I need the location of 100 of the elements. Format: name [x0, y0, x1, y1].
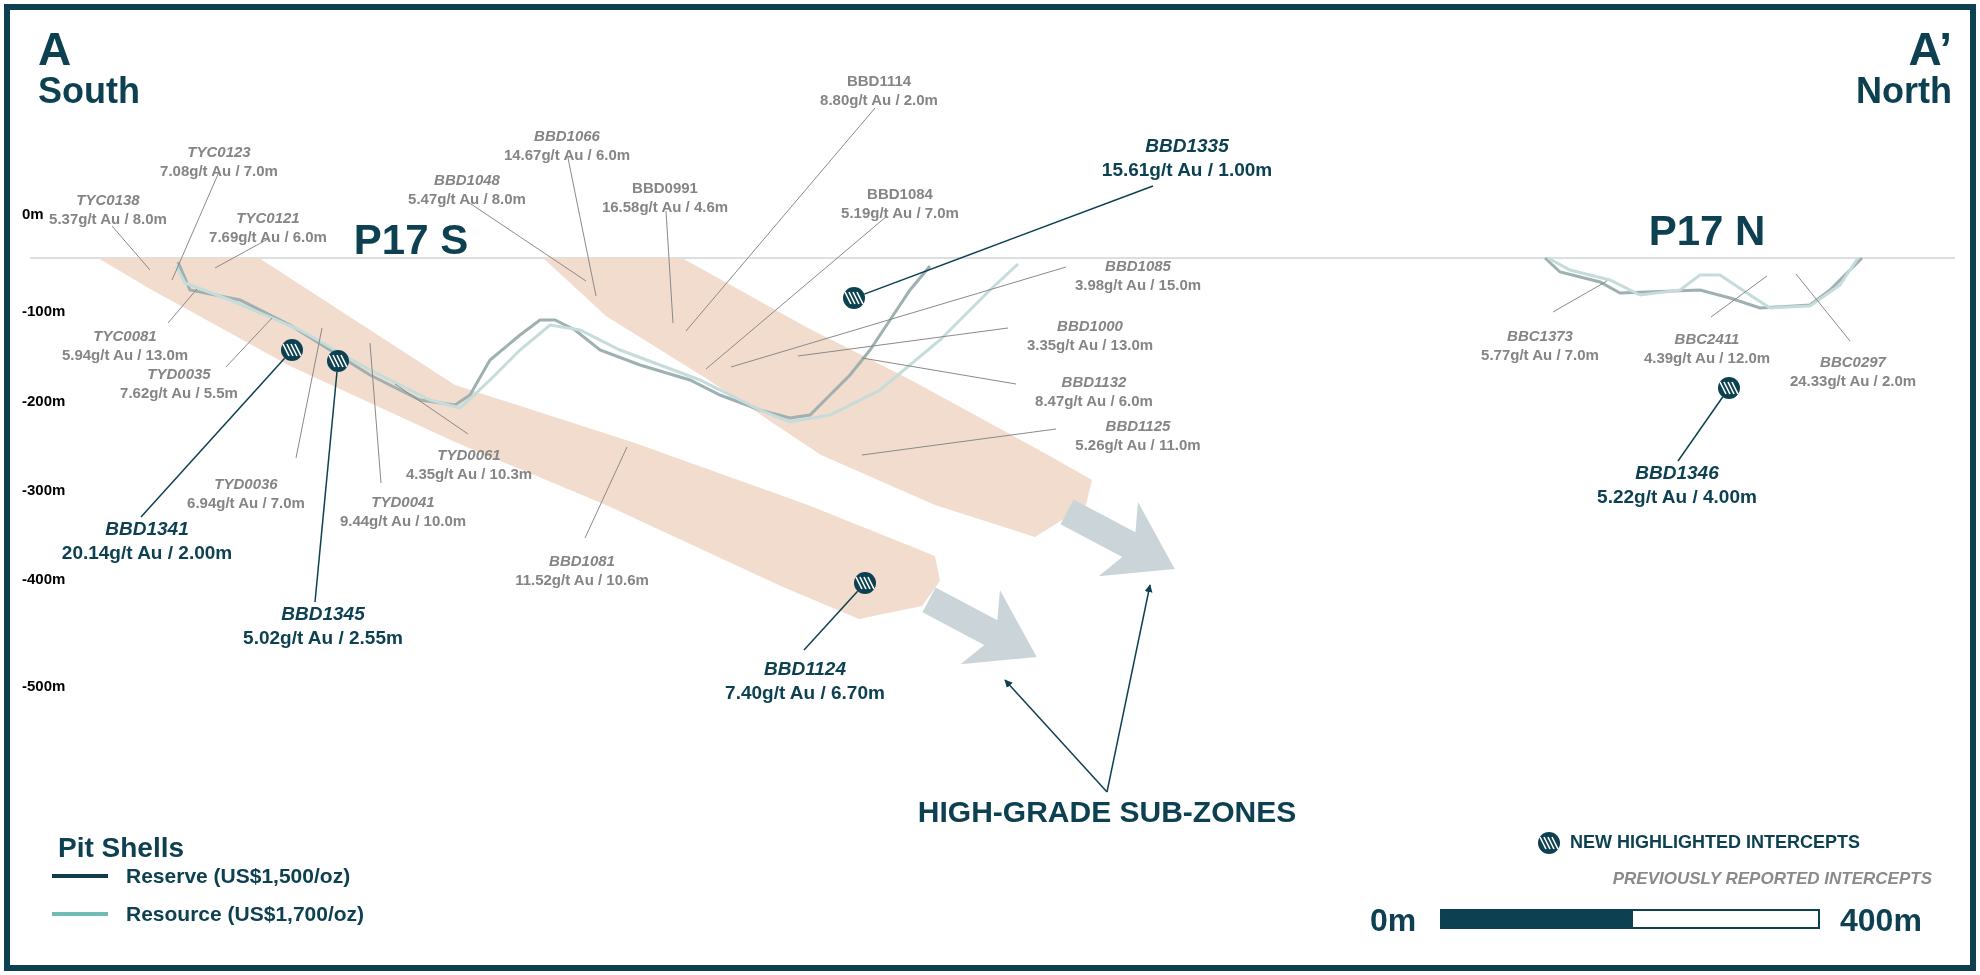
- leader-line: [567, 157, 597, 297]
- depth-label: -100m: [22, 302, 66, 319]
- hole-id: BBC0297: [1819, 352, 1888, 371]
- legend-text: NEW HIGHLIGHTED INTERCEPTS: [1570, 832, 1860, 853]
- hole-id: BBD1124: [763, 657, 847, 681]
- leader-line: [111, 225, 151, 271]
- arrow: [1004, 679, 1108, 793]
- leader-line: [394, 383, 469, 435]
- hole-id: BBD1048: [433, 170, 501, 189]
- pit-name: P17 N: [1648, 207, 1766, 255]
- leader-line: [861, 357, 1017, 385]
- grade-text: 24.33g/t Au / 2.0m: [1789, 371, 1917, 390]
- grade-text: 7.62g/t Au / 5.5m: [120, 383, 238, 402]
- grade-text: 16.58g/t Au / 4.6m: [601, 197, 729, 216]
- grade-text: 5.19g/t Au / 7.0m: [841, 203, 959, 222]
- leader-line: [295, 327, 323, 459]
- leader-line: [225, 317, 273, 368]
- scale-label: 400m: [1840, 902, 1922, 939]
- arrow: [1106, 584, 1153, 793]
- leader-line: [863, 185, 1154, 295]
- leader-line: [705, 215, 888, 370]
- leader-line: [861, 428, 1057, 456]
- hole-id: TYC0138: [75, 190, 141, 209]
- grade-text: 5.37g/t Au / 8.0m: [49, 209, 167, 228]
- leader-line: [1677, 396, 1724, 462]
- depth-label: -200m: [22, 392, 66, 409]
- grade-text: 7.40g/t Au / 6.70m: [725, 681, 885, 705]
- leader-line: [797, 327, 1009, 357]
- depth-label: 0m: [22, 205, 44, 222]
- leader-line: [167, 288, 198, 324]
- legend-title: Pit Shells: [58, 832, 185, 864]
- hole-id: TYC0081: [92, 326, 158, 345]
- legend-text: PREVIOUSLY REPORTED INTERCEPTS: [1612, 869, 1932, 889]
- grade-text: 8.47g/t Au / 6.0m: [1035, 391, 1153, 410]
- grade-text: 5.94g/t Au / 13.0m: [61, 345, 189, 364]
- hole-id: TYD0035: [146, 364, 212, 383]
- leader-line: [685, 107, 876, 332]
- pit-name: P17 S: [353, 216, 469, 264]
- leader-line: [1552, 280, 1608, 313]
- grade-text: 8.80g/t Au / 2.0m: [820, 90, 938, 109]
- grade-text: 15.61g/t Au / 1.00m: [1101, 158, 1273, 182]
- leader-line: [140, 357, 286, 518]
- hole-id: TYD0036: [213, 474, 279, 493]
- leader-line: [171, 171, 220, 281]
- intercept-marker-icon: [842, 286, 866, 310]
- leader-line: [214, 238, 269, 269]
- hole-id: BBD1066: [533, 126, 601, 145]
- leader-line: [730, 266, 1067, 368]
- grade-text: 4.39g/t Au / 12.0m: [1643, 348, 1771, 367]
- hole-id: BBD1125: [1104, 416, 1172, 435]
- legend-text: Resource (US$1,700/oz): [126, 902, 365, 926]
- grade-text: 9.44g/t Au / 10.0m: [339, 511, 467, 530]
- grade-text: 3.98g/t Au / 15.0m: [1074, 275, 1202, 294]
- intercept-marker-icon: [326, 349, 350, 373]
- hole-id: BBD1341: [104, 517, 190, 541]
- leader-line: [665, 210, 674, 324]
- grade-text: 5.26g/t Au / 11.0m: [1075, 435, 1201, 454]
- intercept-marker-icon: [853, 571, 877, 595]
- hole-id: BBD1000: [1056, 316, 1124, 335]
- leader-line: [584, 446, 628, 539]
- callout-text: HIGH-GRADE SUB-ZONES: [917, 795, 1297, 829]
- hole-id: BBD1084: [866, 184, 934, 203]
- grade-text: 5.02g/t Au / 2.55m: [243, 626, 403, 650]
- hole-id: TYC0123: [186, 142, 252, 161]
- hole-id: BBD1081: [548, 551, 616, 570]
- scale-label: 0m: [1370, 902, 1417, 939]
- hole-id: BBD1345: [280, 602, 366, 626]
- hole-id: BBC2411: [1673, 329, 1741, 348]
- hole-id: BBD1346: [1634, 461, 1720, 485]
- grade-text: 14.67g/t Au / 6.0m: [503, 145, 631, 164]
- grade-text: 5.77g/t Au / 7.0m: [1481, 345, 1599, 364]
- grade-text: 3.35g/t Au / 13.0m: [1026, 335, 1154, 354]
- hole-id: TYD0061: [436, 445, 502, 464]
- hole-id: BBD0991: [631, 178, 699, 197]
- intercept-marker-icon: [1717, 376, 1741, 400]
- hole-id: BBD1085: [1104, 256, 1172, 275]
- depth-label: -400m: [22, 570, 66, 587]
- hole-id: TYC0121: [235, 208, 301, 227]
- hole-id: TYD0041: [370, 492, 436, 511]
- leader-line: [369, 342, 382, 484]
- hole-id: BBD1335: [1144, 134, 1230, 158]
- grade-text: 7.08g/t Au / 7.0m: [160, 161, 278, 180]
- hole-id: BBD1132: [1060, 372, 1128, 391]
- grade-text: 6.94g/t Au / 7.0m: [187, 493, 305, 512]
- grade-text: 7.69g/t Au / 6.0m: [209, 227, 327, 246]
- grade-text: 11.52g/t Au / 10.6m: [515, 570, 649, 589]
- grade-text: 4.35g/t Au / 10.3m: [405, 464, 533, 483]
- leader-line: [1710, 275, 1768, 318]
- leader-line: [803, 590, 859, 651]
- hole-id: BBC1373: [1506, 326, 1574, 345]
- leader-line: [1795, 273, 1851, 342]
- intercept-marker-icon: [280, 338, 304, 362]
- grade-text: 20.14g/t Au / 2.00m: [61, 541, 233, 565]
- leader-line: [467, 201, 587, 282]
- grade-text: 5.22g/t Au / 4.00m: [1597, 485, 1757, 509]
- grade-text: 5.47g/t Au / 8.0m: [408, 189, 526, 208]
- depth-label: -500m: [22, 677, 66, 694]
- hole-id: BBD1114: [845, 71, 913, 90]
- depth-label: -300m: [22, 481, 66, 498]
- legend-text: Reserve (US$1,500/oz): [126, 864, 351, 888]
